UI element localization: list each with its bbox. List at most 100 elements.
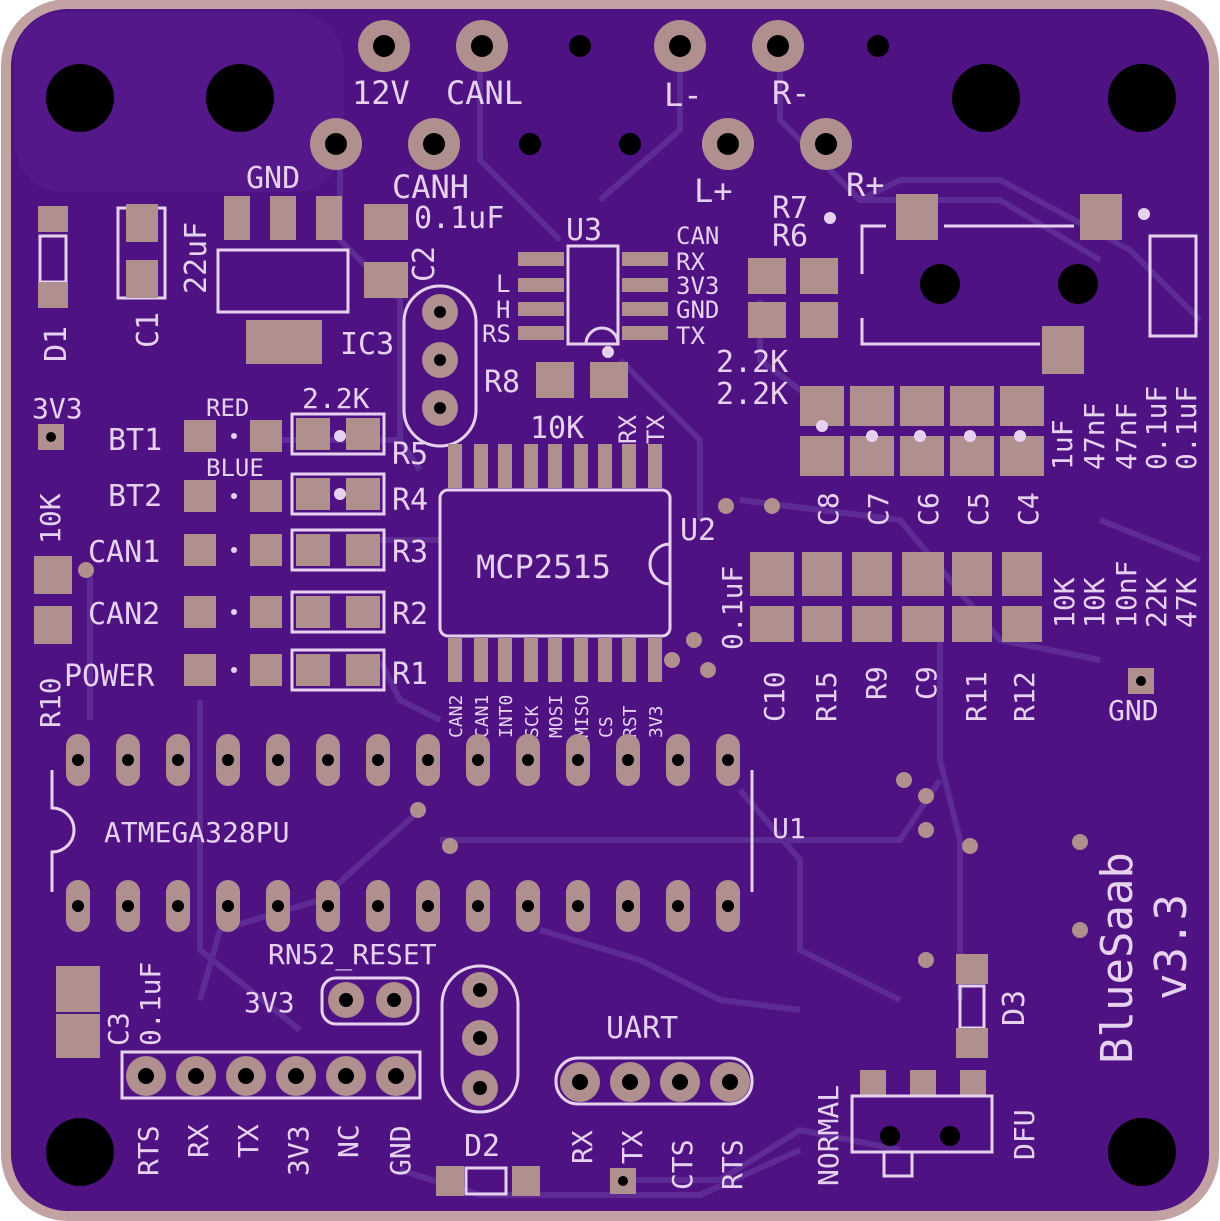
label-rn52-reset: RN52_RESET (268, 938, 437, 972)
mount-hole-tr2 (1108, 64, 1176, 132)
u1-pin-hole (572, 754, 584, 766)
u1-pin-hole (472, 900, 484, 912)
label-hdr-rts: RTS (132, 1125, 165, 1176)
brand-name: BlueSaab (1092, 852, 1143, 1064)
label-can2: CAN2 (88, 597, 160, 632)
label-pin-sck: SCK (522, 705, 543, 738)
label-r6-val: 2.2K (716, 345, 788, 380)
u1-pin-hole (672, 900, 684, 912)
label-uart: UART (606, 1011, 678, 1046)
label-r11: R11 (960, 671, 993, 722)
label-can1: CAN1 (88, 535, 160, 570)
three-pin-header (440, 964, 520, 1114)
label-uart-tx: TX (616, 1130, 649, 1164)
label-r9: R9 (860, 666, 893, 700)
diode-d2 (436, 1166, 540, 1196)
ic-u2 (438, 444, 672, 682)
label-lminus: L- (664, 76, 703, 114)
label-u3-3v3: 3V3 (676, 272, 719, 300)
label-u1: U1 (772, 812, 806, 845)
u1-pin-hole (322, 900, 334, 912)
label-c3: C3 (102, 1012, 135, 1046)
label-dfu: DFU (1008, 1109, 1041, 1160)
u1-pin-hole (272, 754, 284, 766)
label-uart-rts: RTS (716, 1139, 749, 1190)
label-pin-int0: INT0 (496, 695, 517, 738)
label-c5: C5 (962, 492, 995, 526)
label-tx-top: TX (642, 415, 670, 444)
u1-pin-hole (522, 754, 534, 766)
u1-pin-hole (622, 754, 634, 766)
resistor-r6 (748, 258, 838, 294)
u1-pin-hole (722, 754, 734, 766)
label-bt1: BT1 (108, 423, 162, 458)
diode-d3 (956, 954, 988, 1058)
u1-pin-hole (322, 754, 334, 766)
label-c6-val: 47nF (1110, 403, 1143, 470)
resistor-r10 (34, 556, 72, 644)
label-r5: R5 (392, 437, 428, 472)
label-c8-val: 1uF (1046, 419, 1079, 470)
mount-hole-br (1108, 1118, 1176, 1186)
label-bt2: BT2 (108, 479, 162, 514)
label-u3-rs: RS (482, 320, 511, 348)
label-pin-can2: CAN2 (446, 695, 467, 738)
label-c2-val: 0.1uF (414, 201, 504, 236)
label-r15-val: 10K (1048, 577, 1081, 628)
top-connector (310, 20, 889, 170)
label-u3-gnd: GND (676, 296, 719, 324)
label-u3-rx: RX (676, 248, 705, 276)
resistor-array (290, 412, 386, 692)
brand-version: v3.3 (1146, 894, 1197, 1000)
label-d2: D2 (464, 1129, 500, 1164)
label-r5-val: 2.2K (302, 382, 370, 415)
label-c2: C2 (407, 246, 442, 282)
cap-c2 (364, 204, 408, 298)
u1-pin-hole (172, 754, 184, 766)
u1-pin-hole (422, 754, 434, 766)
label-hdr-gnd: GND (384, 1125, 417, 1176)
label-r8: R8 (484, 365, 520, 400)
mount-hole-tl (46, 64, 114, 132)
label-d1: D1 (39, 326, 74, 362)
u1-pin-hole (122, 900, 134, 912)
label-c4-val: 0.1uF (1170, 386, 1203, 470)
u1-pin-hole (572, 900, 584, 912)
led-array (184, 420, 282, 686)
u1-pin-hole (622, 900, 634, 912)
mounting-holes (46, 64, 1176, 1186)
ic-u1 (66, 734, 740, 932)
label-c3-val: 0.1uF (134, 962, 167, 1046)
label-r9-val: 10K (1078, 577, 1111, 628)
u1-pin-hole (272, 900, 284, 912)
u1-pin-hole (172, 900, 184, 912)
label-pin-can1: CAN1 (472, 695, 493, 738)
label-r8-val: 10K (530, 411, 584, 446)
label-r7: R7 (772, 191, 808, 226)
label-d3: D3 (997, 990, 1032, 1026)
label-r2: R2 (392, 597, 428, 632)
label-ic3: IC3 (340, 327, 394, 362)
label-c10: C10 (758, 671, 791, 722)
label-canh: CANH (392, 168, 469, 206)
label-lplus: L+ (694, 172, 733, 210)
resistor-r7 (748, 302, 838, 338)
cap-column (800, 386, 1044, 476)
u1-pin-hole (372, 754, 384, 766)
label-c1-val: 22uF (179, 222, 214, 294)
cap-c1 (116, 204, 167, 300)
u1-pin-hole (72, 900, 84, 912)
u1-pin-hole (72, 754, 84, 766)
vias (78, 498, 1088, 968)
u1-pin-hole (122, 754, 134, 766)
label-c1: C1 (131, 312, 166, 348)
label-3v3-left: 3V3 (32, 392, 83, 425)
label-u3-tx: TX (676, 322, 705, 350)
label-power: POWER (64, 659, 155, 694)
label-r10: R10 (34, 677, 67, 728)
label-c7: C7 (862, 492, 895, 526)
label-c8: C8 (812, 492, 845, 526)
label-r6: R6 (772, 219, 808, 254)
